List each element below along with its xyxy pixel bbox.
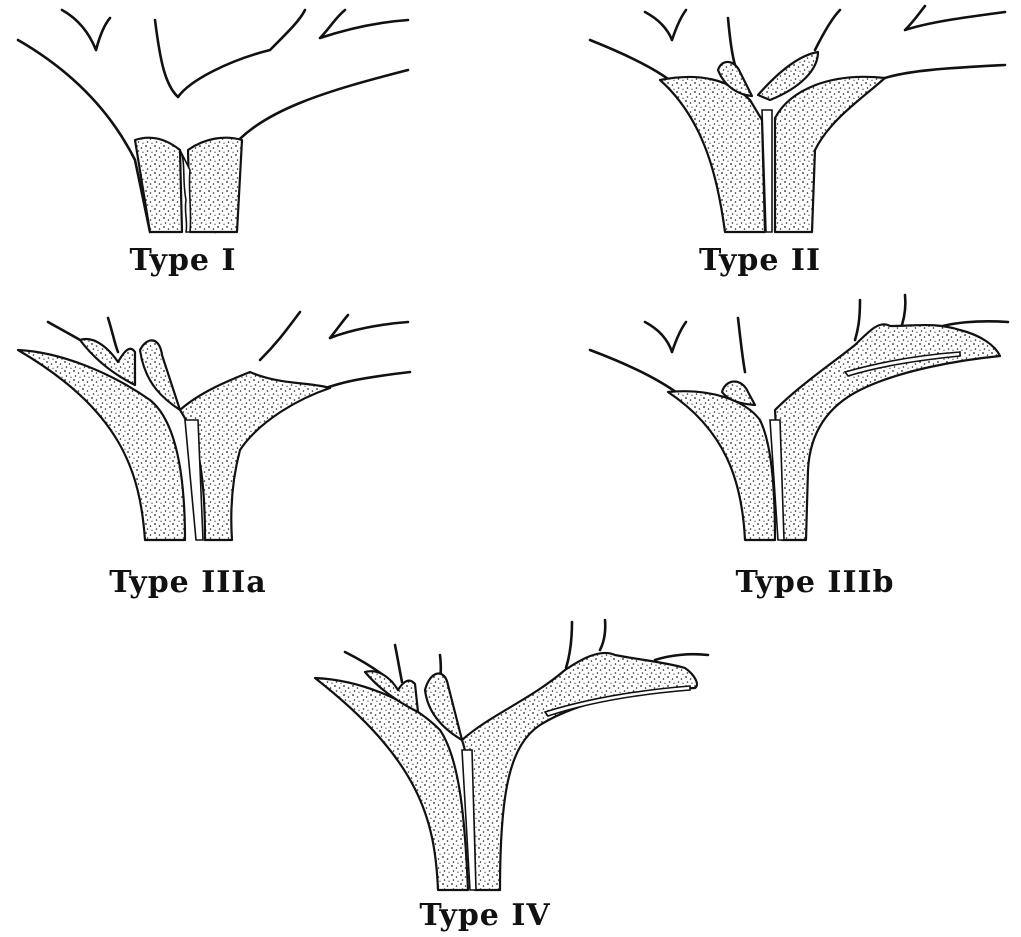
tumor-type-1-right: [188, 138, 242, 232]
tumor-type-2-left: [660, 77, 765, 232]
label-type-1: Type I: [129, 243, 236, 278]
tumor-type-1: [135, 138, 182, 232]
label-type-3a: Type IIIa: [109, 565, 267, 600]
panel-type-3b: Type IIIb: [590, 295, 1008, 600]
label-type-4: Type IV: [419, 898, 550, 933]
panel-type-1: Type I: [18, 10, 408, 278]
tumor-type-2-right: [775, 77, 885, 232]
tumor-type-3b-left: [668, 391, 775, 540]
label-type-3b: Type IIIb: [735, 565, 894, 600]
panel-type-4: Type IV: [315, 620, 708, 933]
label-type-2: Type II: [699, 243, 821, 278]
tumor-type-3b-right: [775, 324, 1000, 540]
panel-type-2: Type II: [590, 6, 1005, 278]
panel-type-3a: Type IIIa: [18, 312, 410, 600]
